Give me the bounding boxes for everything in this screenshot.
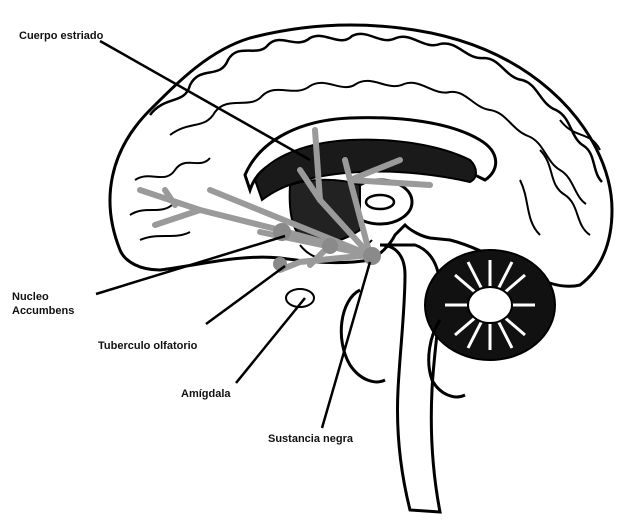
leader-amygdala [236,298,305,383]
vta-dot [322,238,338,254]
label-amigdala: Amígdala [181,387,231,401]
label-nucleo-line2: Accumbens [12,304,74,318]
label-nucleo-accumbens: Nucleo Accumbens [12,290,74,318]
leader-substantia [322,262,370,428]
leader-olfactory [206,266,285,324]
leader-striatum [100,41,310,160]
cerebellum [425,250,555,360]
label-nucleo-line1: Nucleo [12,290,74,304]
substantia-nigra-dot [363,247,381,265]
label-sustancia-negra: Sustancia negra [268,432,353,446]
label-tuberculo-olfatorio: Tuberculo olfatorio [98,339,197,353]
label-cuerpo-estriado: Cuerpo estriado [19,29,103,43]
